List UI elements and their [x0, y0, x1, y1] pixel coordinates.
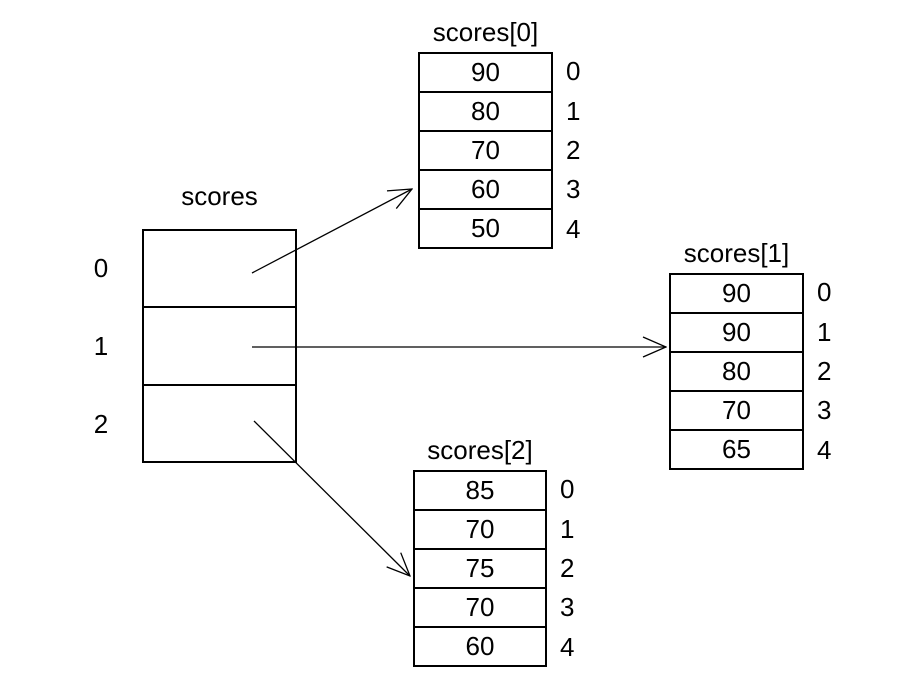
scores0-index-column: 0 1 2 3 4	[566, 52, 580, 249]
index-label: 0	[817, 277, 832, 308]
array-cell: 70	[415, 511, 545, 550]
index-label: 1	[817, 316, 832, 347]
scores1-table: scores[1] 90 90 80 70 65 0 1 2 3 4	[669, 238, 831, 470]
array-cell: 80	[420, 93, 551, 132]
index-label: 2	[566, 135, 581, 166]
index-label: 3	[560, 592, 575, 623]
array-cell: 50	[471, 213, 500, 243]
array-cell: 80	[671, 353, 802, 392]
index-label: 1	[560, 513, 575, 544]
array-cell: 90	[420, 54, 551, 93]
index-label: 0	[560, 474, 575, 505]
index-label: 4	[560, 631, 575, 662]
array-cell: 90	[671, 275, 802, 314]
array-cell: 75	[415, 550, 545, 589]
index-label: 3	[817, 395, 832, 426]
index-label: 1	[566, 95, 581, 126]
scores1-index-column: 0 1 2 3 4	[817, 273, 831, 470]
pointer-array-title: scores	[181, 181, 258, 211]
array-cell: 65	[722, 434, 751, 464]
scores2-value-column: 85 70 75 70 60	[413, 470, 547, 667]
scores2-table: scores[2] 85 70 75 70 60 0 1 2 3 4	[413, 435, 574, 667]
scores0-table: scores[0] 90 80 70 60 50 0 1 2 3 4	[418, 17, 580, 249]
scores1-table-title: scores[1]	[683, 238, 790, 268]
array-cell: 85	[415, 472, 545, 511]
pointer-index-2: 2	[93, 408, 109, 439]
index-label: 2	[817, 356, 832, 387]
array-cell: 90	[671, 314, 802, 353]
pointer-array-box	[142, 229, 297, 463]
pointer-cell-0	[144, 231, 295, 309]
index-label: 4	[566, 213, 581, 244]
array-cell: 60	[420, 171, 551, 210]
index-label: 2	[560, 553, 575, 584]
array-cell: 70	[415, 589, 545, 628]
pointer-cell-2	[144, 386, 295, 461]
scores1-value-column: 90 90 80 70 65	[669, 273, 804, 470]
array-cell: 70	[420, 132, 551, 171]
pointer-cell-1	[144, 308, 295, 386]
index-label: 0	[566, 56, 581, 87]
array-cell: 70	[671, 392, 802, 431]
pointer-index-1: 1	[93, 330, 109, 361]
pointer-array-indices: 0 1 2	[84, 229, 118, 463]
pointer-index-0: 0	[93, 252, 109, 283]
scores0-value-column: 90 80 70 60 50	[418, 52, 553, 249]
index-label: 3	[566, 174, 581, 205]
scores0-table-title: scores[0]	[432, 17, 539, 47]
scores2-index-column: 0 1 2 3 4	[560, 470, 574, 667]
array-cell: 60	[465, 631, 495, 661]
index-label: 4	[817, 434, 832, 465]
scores2-table-title: scores[2]	[427, 435, 533, 465]
